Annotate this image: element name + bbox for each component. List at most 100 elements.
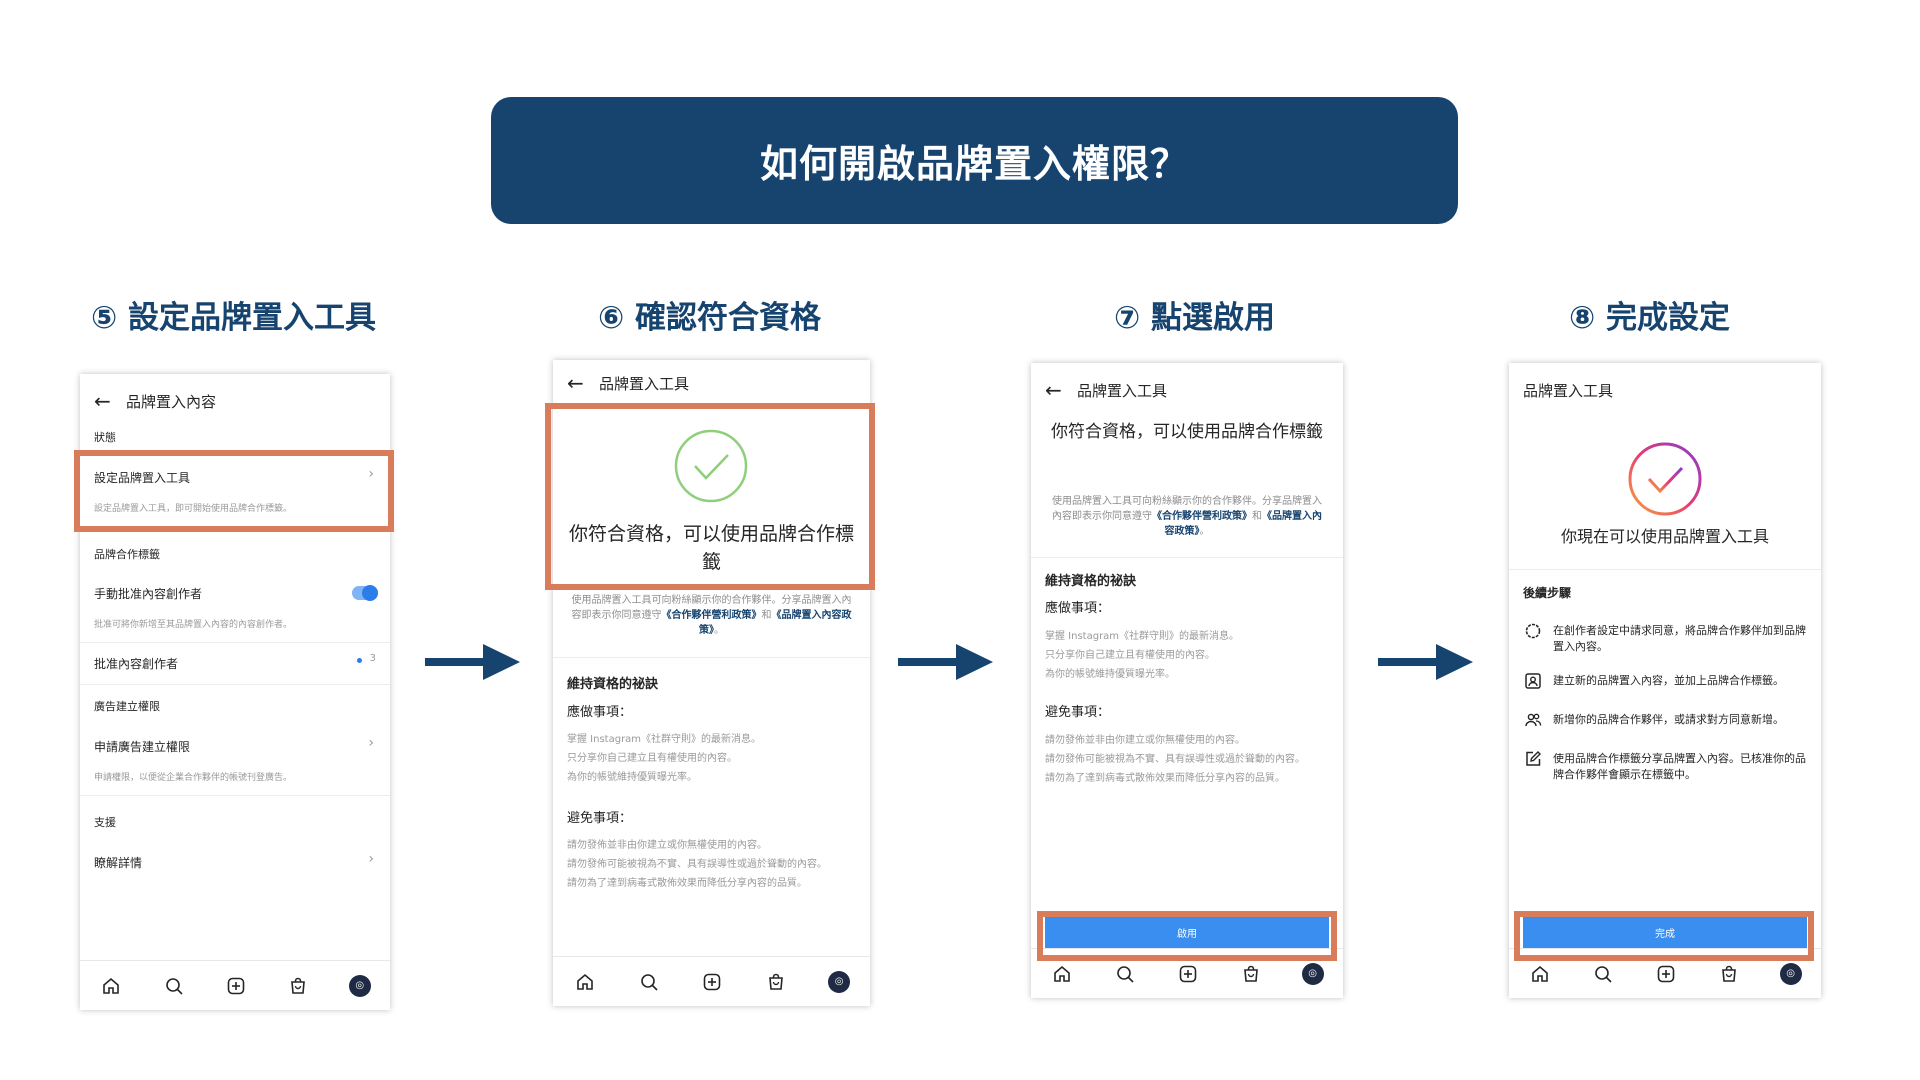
next-step-item: 在創作者設定中請求同意，將品牌合作夥伴加到品牌置入內容。 [1523,623,1809,655]
policy-end: 。 [714,625,724,636]
request-ad-sub: 申請權限，以便從企業合作夥伴的帳號刊登廣告。 [94,773,293,783]
avoid-item: 請勿發佈可能被視為不實、具有誤導性或過於聳動的內容。 [567,859,827,870]
step-6-title: ⑥ 確認符合資格 [598,300,822,336]
people-icon [1525,713,1542,727]
avoid-item: 請勿為了達到病毒式散佈效果而降低分享內容的品質。 [567,878,807,889]
approved-count: 3 [369,653,376,664]
shop-icon[interactable] [286,974,310,998]
divider [80,642,390,643]
highlight-setup-tool [74,450,394,532]
keep-eligibility-title: 維持資格的祕訣 [1045,574,1137,589]
policy-and: 和 [761,610,772,621]
phone-screen-2: ← 品牌置入工具 你符合資格，可以使用品牌合作標籤 使用品牌置入工具可向粉絲顯示… [553,360,870,1006]
next-step-text: 使用品牌合作標籤分享品牌置入內容。已核准你的品牌合作夥伴會顯示在標籤中。 [1553,752,1806,781]
setup-tool-sub: 設定品牌置入工具，即可開始使用品牌合作標籤。 [94,504,293,514]
step-8-title: ⑧ 完成設定 [1569,300,1731,336]
home-icon[interactable] [1528,962,1552,986]
top-bar: ← 品牌置入內容 [80,378,390,424]
learn-more-label: 瞭解詳情 [94,856,143,870]
done-button[interactable]: 完成 [1523,916,1807,948]
partnership-label: 品牌合作標籤 [94,548,160,561]
do-item: 為你的帳號維持優質曝光率。 [567,772,697,783]
keep-eligibility-title: 維持資格的祕訣 [567,677,659,692]
shop-icon[interactable] [1717,962,1741,986]
policy-text-1: 使用品牌置入工具可向粉絲顯示你的合作夥伴。分享品牌置入內容即表示你同意遵守 [1052,496,1322,522]
branded-content-policy-link[interactable]: 《品牌置入內容政策》 [699,610,852,636]
divider [80,795,390,796]
step-5-title: ⑤ 設定品牌置入工具 [91,300,377,336]
shop-icon[interactable] [1239,962,1263,986]
phone-screen-3: ← 品牌置入工具 你符合資格，可以使用品牌合作標籤 使用品牌置入工具可向粉絲顯示… [1031,363,1343,998]
step-7-title: ⑦ 點選啟用 [1114,300,1276,336]
divider [1031,557,1343,558]
eligible-title: 你符合資格，可以使用品牌合作標籤 [568,523,854,573]
avatar[interactable]: ◎ [348,974,371,997]
screen-title: 品牌置入工具 [1523,381,1614,400]
search-icon[interactable] [637,970,661,994]
policy-text-1: 使用品牌置入工具可向粉絲顯示你的合作夥伴。分享品牌置入內容即表示你同意遵守 [571,595,852,621]
avatar[interactable]: ◎ [1301,962,1324,985]
add-icon[interactable] [1176,962,1200,986]
add-icon[interactable] [1654,962,1678,986]
avoid-item: 請勿為了達到病毒式散佈效果而降低分享內容的品質。 [1045,773,1285,784]
divider [80,684,390,685]
do-item: 掌握 Instagram《社群守則》的最新消息。 [567,734,762,745]
highlight-done [1514,911,1814,961]
next-step-text: 新增你的品牌合作夥伴，或請求對方同意新增。 [1553,713,1784,726]
approved-creators-label: 批准內容創作者 [94,657,179,671]
next-step-item: 使用品牌合作標籤分享品牌置入內容。已核准你的品牌合作夥伴會顯示在標籤中。 [1523,751,1809,783]
screen-title: 品牌置入工具 [1077,381,1168,400]
search-icon[interactable] [1591,962,1615,986]
search-icon[interactable] [1113,962,1137,986]
check-circle-icon [1628,442,1702,516]
profile-card-icon [1525,673,1541,689]
branded-content-policy-link[interactable]: 《品牌置入內容政策》 [1164,511,1323,537]
manual-approve-toggle[interactable] [352,585,378,601]
screen-title: 品牌置入工具 [599,374,690,393]
home-icon[interactable] [99,974,123,998]
do-title: 應做事項： [1045,601,1111,616]
partner-policy-link[interactable]: 《合作夥伴營利政策》 [661,610,762,621]
done-message: 你現在可以使用品牌置入工具 [1560,527,1769,546]
partner-policy-link[interactable]: 《合作夥伴營利政策》 [1152,511,1252,522]
shop-icon[interactable] [764,970,788,994]
back-arrow-icon[interactable]: ← [567,371,584,395]
do-item: 掌握 Instagram《社群守則》的最新消息。 [1045,631,1240,642]
add-icon[interactable] [700,970,724,994]
setup-tool-label: 設定品牌置入工具 [94,471,191,485]
do-item: 只分享你自己建立且有權使用的內容。 [1045,650,1215,661]
back-arrow-icon[interactable]: ← [94,389,111,413]
banner-title: 如何開啟品牌置入權限？ [759,142,1189,186]
highlight-eligible [545,403,875,590]
add-icon[interactable] [224,974,248,998]
notification-dot [357,658,362,663]
avoid-item: 請勿發佈並非由你建立或你無權使用的內容。 [567,840,767,851]
bottom-nav: ◎ [553,956,870,1006]
right-arrow-icon [1378,644,1473,680]
top-bar: ← 品牌置入工具 [553,360,870,406]
top-bar: ← 品牌置入工具 [1031,367,1343,413]
enable-button[interactable]: 啟用 [1045,916,1329,948]
policy-end: 。 [1199,526,1210,537]
status-label: 狀態 [94,431,116,444]
avatar[interactable]: ◎ [1779,962,1802,985]
top-bar: 品牌置入工具 [1509,367,1821,413]
support-label: 支援 [94,816,116,829]
search-icon[interactable] [162,974,186,998]
do-item: 為你的帳號維持優質曝光率。 [1045,669,1175,680]
highlight-enable [1037,911,1337,961]
next-step-item: 新增你的品牌合作夥伴，或請求對方同意新增。 [1523,712,1809,729]
home-icon[interactable] [1050,962,1074,986]
next-steps-title: 後續步驟 [1523,586,1572,600]
do-title: 應做事項： [567,705,633,720]
divider [553,657,870,658]
policy-text: 使用品牌置入工具可向粉絲顯示你的合作夥伴。分享品牌置入內容即表示你同意遵守《合作… [571,593,852,638]
manual-approve-sub: 批准可將你新增至其品牌置入內容的內容創作者。 [94,620,293,630]
home-icon[interactable] [573,970,597,994]
right-arrow-icon [425,644,520,680]
request-ad-label: 申請廣告建立權限 [94,740,191,754]
phone-screen-1: ← 品牌置入內容 狀態 設定品牌置入工具 › 設定品牌置入工具，即可開始使用品牌… [80,374,390,1010]
avatar[interactable]: ◎ [828,970,851,993]
back-arrow-icon[interactable]: ← [1045,378,1062,402]
phone-screen-4: 品牌置入工具 你現在可以使用品牌置入工具 後續步驟 在創作者設定中請求同意，將品… [1509,363,1821,998]
